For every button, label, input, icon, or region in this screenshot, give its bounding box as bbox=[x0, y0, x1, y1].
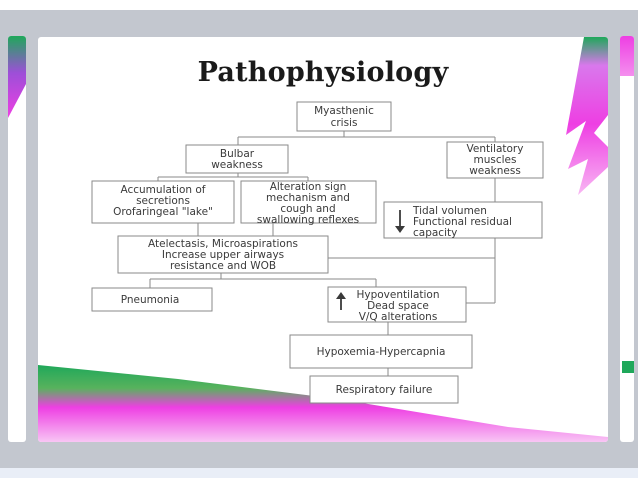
top-bar bbox=[0, 0, 638, 10]
node-atelectasis-line-1: Atelectasis, Microaspirations bbox=[148, 238, 298, 250]
bottom-bar bbox=[0, 468, 638, 478]
node-pneumonia-label: Pneumonia bbox=[121, 294, 180, 306]
current-slide: Pathophysiology bbox=[38, 37, 608, 442]
node-hypoventilation-line-3: V/Q alterations bbox=[359, 311, 438, 323]
node-atelectasis: Atelectasis, Microaspirations Increase u… bbox=[117, 235, 329, 274]
node-tidal-line-3: capacity bbox=[413, 227, 457, 239]
node-bulbar-weakness: Bulbar weakness bbox=[185, 144, 289, 174]
node-alteration-line-3: cough and bbox=[280, 203, 335, 215]
node-hypoxemia-hypercapnia: Hypoxemia-Hypercapnia bbox=[289, 334, 473, 369]
node-myasthenic-crisis-line-2: crisis bbox=[331, 117, 358, 129]
node-hypoventilation-line-1: Hypoventilation bbox=[356, 289, 439, 301]
node-alteration-line-4: swallowing reflexes bbox=[257, 214, 359, 226]
node-myasthenic-crisis-line-1: Myasthenic bbox=[314, 105, 374, 117]
next-slide-thumbnail[interactable] bbox=[620, 36, 634, 442]
node-pneumonia: Pneumonia bbox=[91, 287, 213, 312]
previous-slide-decoration bbox=[8, 36, 26, 118]
node-atelectasis-line-2: Increase upper airways bbox=[162, 249, 284, 261]
node-ventilatory-line-1: Ventilatory bbox=[467, 143, 524, 155]
next-slide-decoration bbox=[620, 36, 634, 373]
lightning-bolt-decoration bbox=[566, 37, 608, 195]
node-myasthenic-crisis: Myasthenic crisis bbox=[296, 101, 392, 132]
node-hypoventilation: Hypoventilation Dead space V/Q alteratio… bbox=[327, 286, 467, 323]
node-accumulation-of-secretions: Accumulation of secretions Orofaringeal … bbox=[91, 180, 235, 224]
node-accumulation-line-1: Accumulation of bbox=[120, 184, 205, 196]
node-atelectasis-line-3: resistance and WOB bbox=[170, 260, 276, 272]
node-bulbar-weakness-line-2: weakness bbox=[211, 159, 263, 171]
slide-title: Pathophysiology bbox=[197, 57, 449, 88]
node-tidal-line-1: Tidal volumen bbox=[412, 205, 487, 217]
node-bulbar-weakness-line-1: Bulbar bbox=[220, 148, 255, 160]
node-hypoxemia-label: Hypoxemia-Hypercapnia bbox=[317, 346, 446, 358]
node-alteration-line-1: Alteration sign bbox=[270, 181, 347, 193]
node-respiratory-failure: Respiratory failure bbox=[309, 375, 459, 404]
node-ventilatory-muscles-weakness: Ventilatory muscles weakness bbox=[446, 141, 544, 179]
node-ventilatory-line-3: weakness bbox=[469, 165, 521, 177]
down-arrow-icon bbox=[395, 210, 405, 233]
node-tidal-line-2: Functional residual bbox=[413, 216, 512, 228]
flowchart-connectors bbox=[149, 131, 496, 376]
node-alteration-line-2: mechanism and bbox=[266, 192, 350, 204]
node-tidal-volumen: Tidal volumen Functional residual capaci… bbox=[383, 201, 543, 239]
node-hypoventilation-line-2: Dead space bbox=[367, 300, 429, 312]
up-arrow-icon bbox=[336, 292, 346, 310]
node-ventilatory-line-2: muscles bbox=[474, 154, 517, 166]
node-respiratory-failure-label: Respiratory failure bbox=[336, 384, 433, 396]
flowchart: Myasthenic crisis Bulbar weakness Ventil… bbox=[91, 101, 544, 404]
node-accumulation-line-3: Orofaringeal "lake" bbox=[113, 206, 213, 218]
previous-slide-thumbnail[interactable] bbox=[8, 36, 26, 442]
node-alteration-sign-mechanism: Alteration sign mechanism and cough and … bbox=[240, 180, 377, 226]
node-accumulation-line-2: secretions bbox=[136, 195, 190, 207]
